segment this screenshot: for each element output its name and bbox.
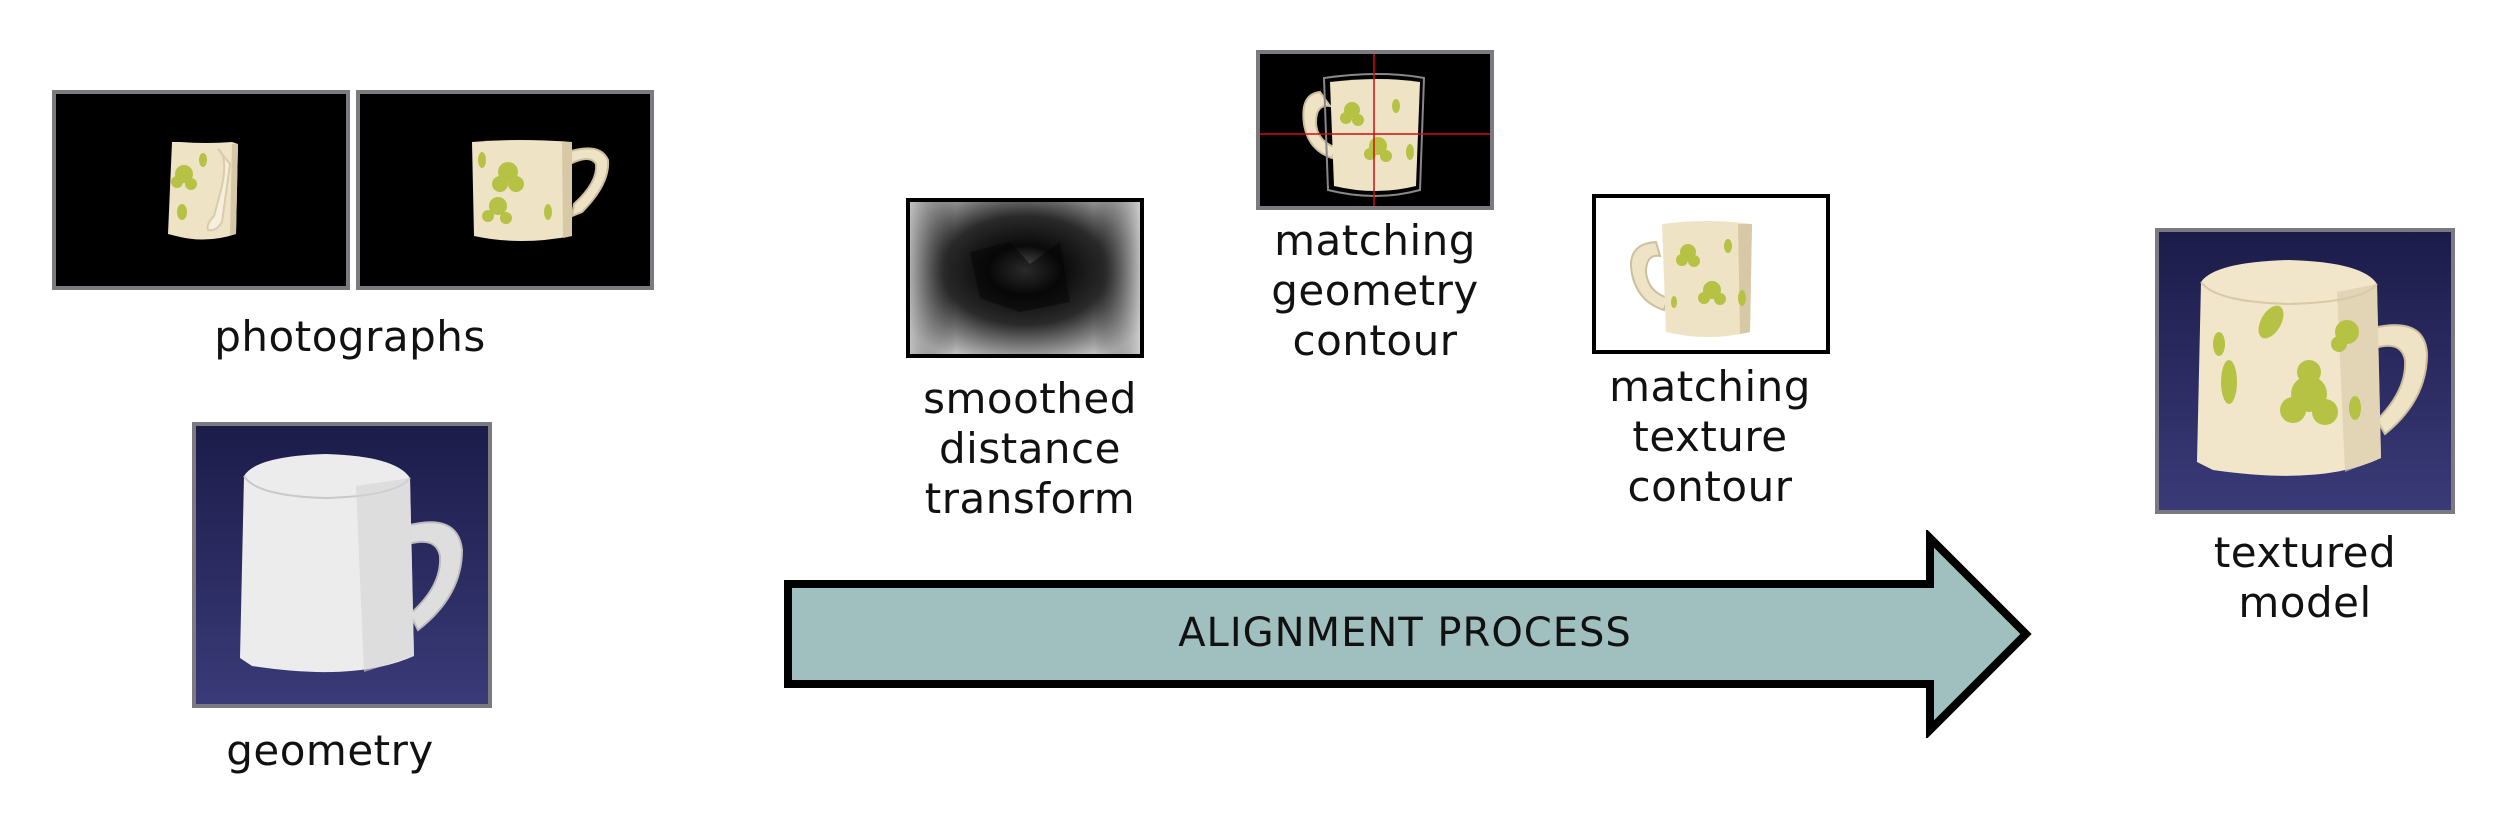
distance-transform-image (906, 198, 1144, 358)
textured-mug-render-icon (2197, 260, 2429, 476)
matching-geometry-contour-label: matching geometry contour (1271, 216, 1479, 365)
mug-photo-handle-icon (360, 94, 650, 286)
alignment-process-arrow (784, 530, 2032, 738)
mug-photo-front-icon (56, 94, 346, 286)
smoothed-distance-transform-label: smoothed distance transform (923, 374, 1137, 523)
geometry-label: geometry (226, 726, 434, 775)
photograph-1 (52, 90, 350, 290)
geometry-contour-image (1256, 50, 1494, 210)
geometry-render (192, 422, 492, 708)
matching-texture-contour-label: matching texture contour (1609, 362, 1811, 511)
distance-transform-icon (910, 202, 1140, 354)
geometry-contour-icon (1260, 54, 1490, 206)
photograph-2 (356, 90, 654, 290)
photographs-label: photographs (214, 312, 486, 361)
texture-contour-image (1592, 194, 1830, 354)
textured-model-label: textured model (2213, 528, 2397, 627)
arrow-label: ALIGNMENT PROCESS (1178, 610, 1632, 656)
textured-model-render (2155, 228, 2455, 514)
arrow-shape (784, 530, 2032, 738)
texture-contour-icon (1596, 198, 1826, 350)
white-mug-render-icon (240, 454, 464, 673)
